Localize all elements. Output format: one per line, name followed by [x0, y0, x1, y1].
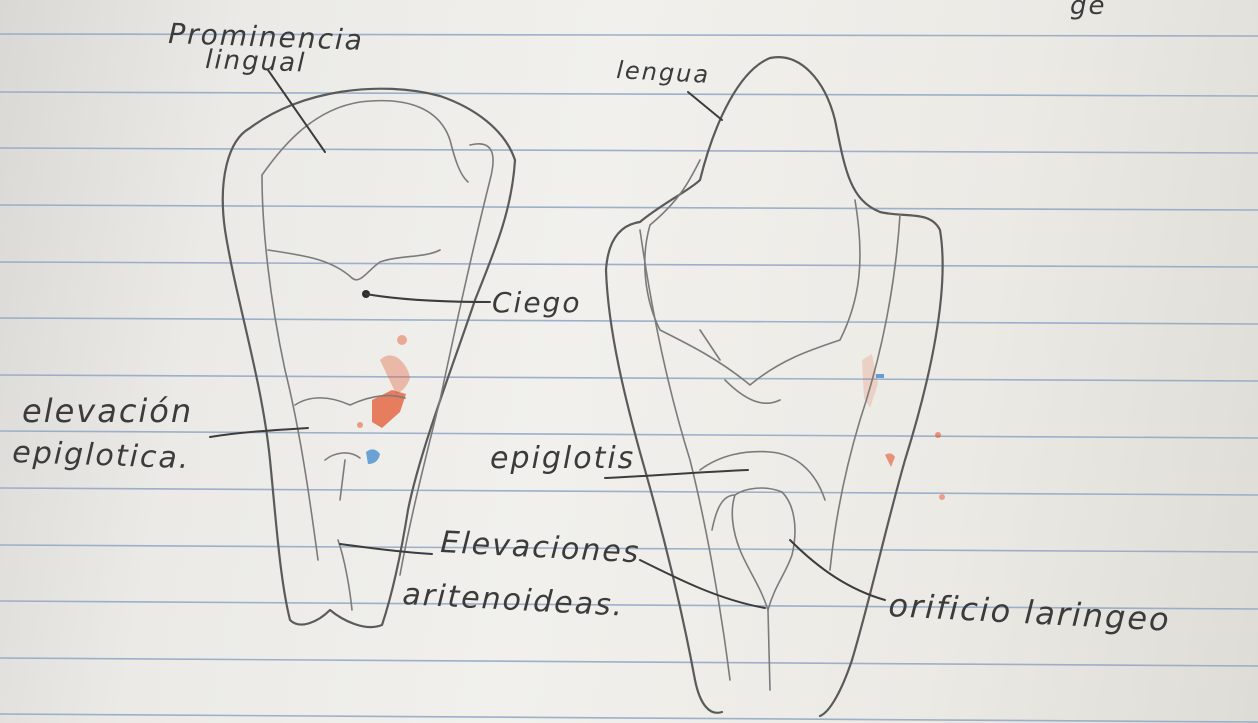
leader-elevaciones-left: [340, 544, 432, 554]
label-elevaciones: Elevaciones: [440, 525, 642, 570]
label-lingual: lingual: [205, 45, 307, 79]
leader-ciego: [366, 294, 490, 302]
label-epiglotis: epiglotis: [490, 441, 635, 476]
label-epiglotica: epiglotica.: [12, 435, 191, 476]
leader-lengua: [688, 92, 722, 120]
label-lengua: lengua: [616, 56, 711, 89]
leader-elevaciones-right: [640, 560, 765, 608]
red-pencil-smudge-left: [357, 335, 410, 428]
label-elevacion: elevación: [22, 392, 193, 430]
label-corner-fragment: ge: [1070, 0, 1107, 21]
label-orificio: orificio laringeo: [888, 586, 1172, 639]
label-aritenoideas: aritenoideas.: [402, 577, 626, 624]
label-ciego: Ciego: [492, 286, 581, 319]
blue-pencil-mark-left: [366, 449, 380, 464]
blue-pencil-mark-right: [876, 374, 884, 378]
red-pencil-smudge-right: [862, 354, 945, 500]
